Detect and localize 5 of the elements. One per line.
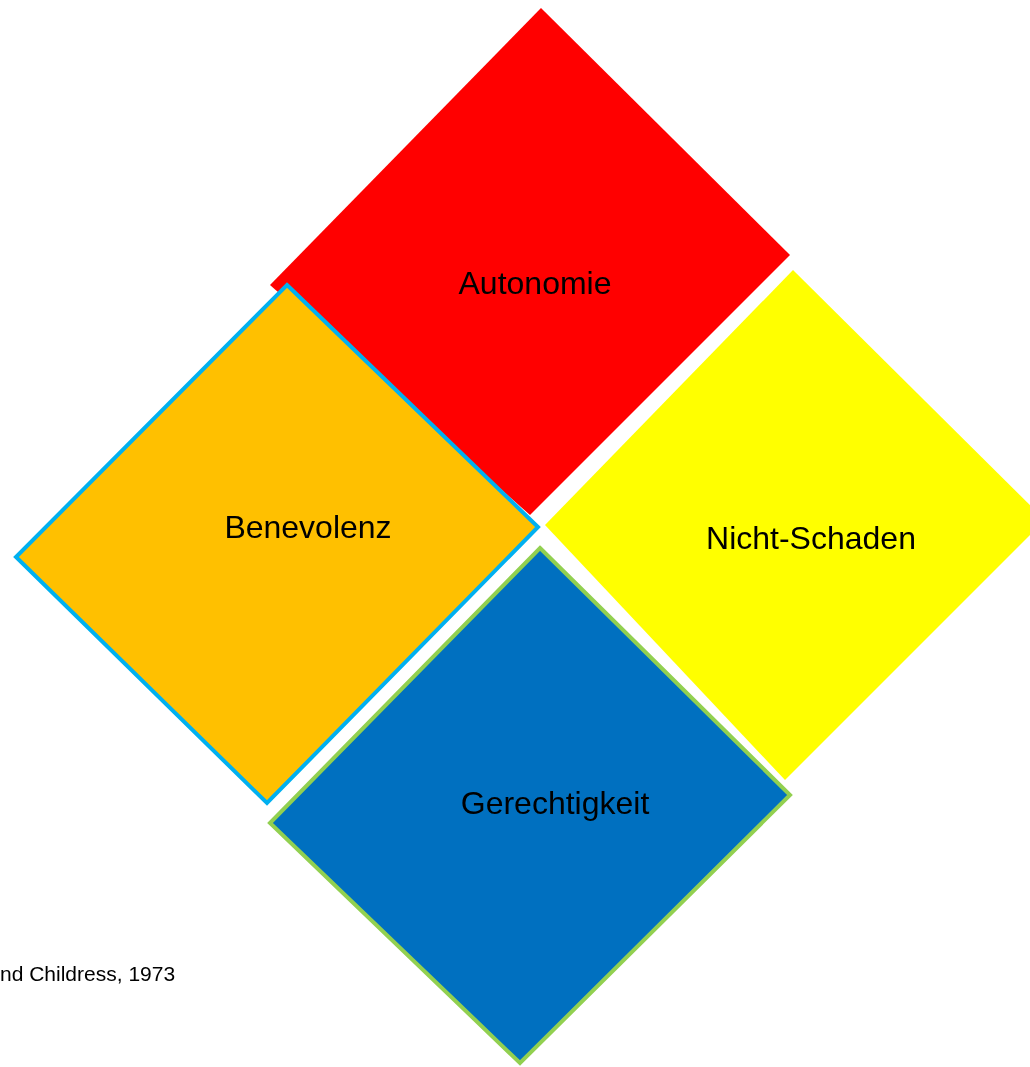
diamond-label: Autonomie xyxy=(458,264,612,302)
diamond-label: Benevolenz xyxy=(224,508,392,546)
diamond-label: Nicht-Schaden xyxy=(706,519,916,557)
diamond-label: Gerechtigkeit xyxy=(460,784,650,822)
citation-text: nd Childress, 1973 xyxy=(0,962,176,986)
